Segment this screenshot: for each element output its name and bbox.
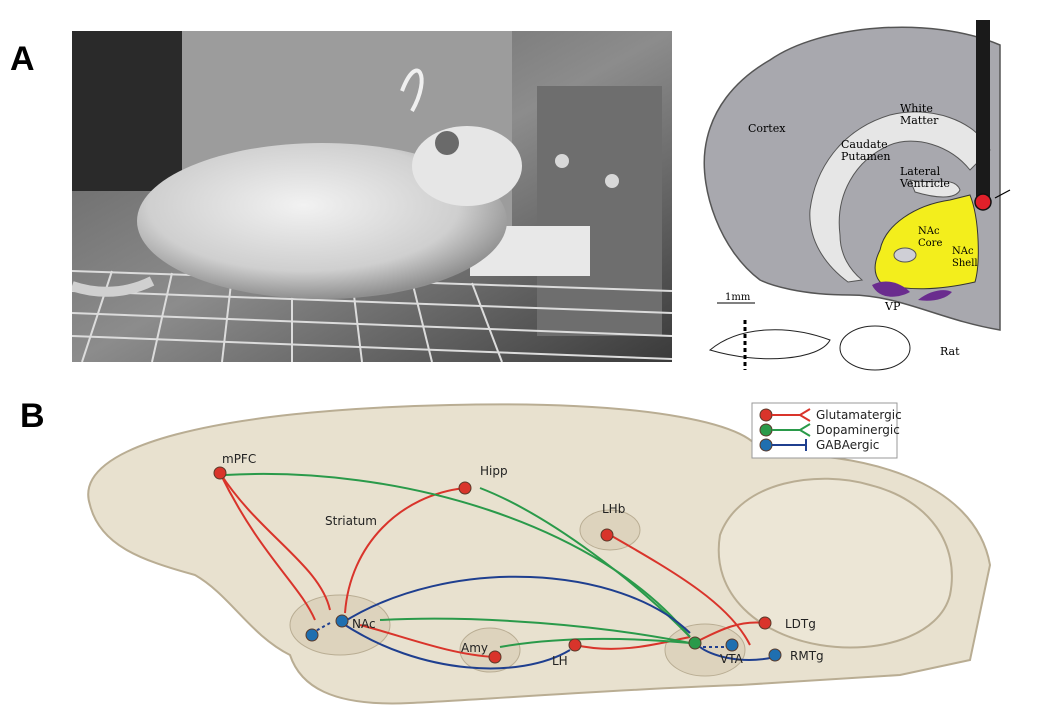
region-striatum: Striatum [325,514,377,528]
region-vta: VTA [720,652,744,666]
label-nac-shell-1: NAc [952,246,974,257]
label-species: Rat [940,345,960,358]
neuron-mpfc [214,467,226,479]
dark-panel [72,31,182,191]
label-caudate-2: Putamen [841,150,891,163]
label-vp: VP [884,300,901,313]
label-scale: 1mm [725,292,751,303]
coronal-section-diagram: Cortex White Matter Caudate Putamen Late… [700,20,1055,375]
neuron-lhb [601,529,613,541]
neuron-vta-da [689,637,701,649]
neuron-ldtg [759,617,771,629]
svg-text:Dopaminergic: Dopaminergic [816,423,900,437]
label-nac-core-1: NAc [918,226,940,237]
circuit-diagram: mPFC Hipp Striatum LHb NAc Amy LH VTA LD… [0,385,1057,715]
neuron-vta-gaba [726,639,738,651]
label-cortex: Cortex [748,122,786,135]
neuron-rmtg [769,649,781,661]
label-ventricle-2: Ventricle [899,177,950,190]
svg-text:Glutamatergic: Glutamatergic [816,408,902,422]
svg-text:GABAergic: GABAergic [816,438,879,452]
neuron-nac-1 [336,615,348,627]
neuron-amy [489,651,501,663]
lever-panel [537,86,662,336]
neuron-lh [569,639,581,651]
electrode-tip [975,194,991,210]
neuron-nac-2 [306,629,318,641]
sagittal-inset [710,330,830,359]
electrode [976,20,990,202]
label-white-matter-2: Matter [900,114,939,127]
region-rmtg: RMTg [790,649,824,663]
region-lhb: LHb [602,502,625,516]
region-mpfc: mPFC [222,452,256,466]
region-hipp: Hipp [480,464,508,478]
label-nac-shell-2: Shell [952,258,978,269]
label-nac-core-2: Core [918,238,942,249]
region-ldtg: LDTg [785,617,816,631]
region-lh: LH [552,654,568,668]
region-nac: NAc [352,617,376,631]
neuron-hipp [459,482,471,494]
legend: Glutamatergic Dopaminergic GABAergic [752,403,902,458]
region-amy: Amy [461,641,488,655]
coronal-inset [840,326,910,370]
panel-label-a: A [10,40,35,79]
rat-photograph [72,31,672,362]
